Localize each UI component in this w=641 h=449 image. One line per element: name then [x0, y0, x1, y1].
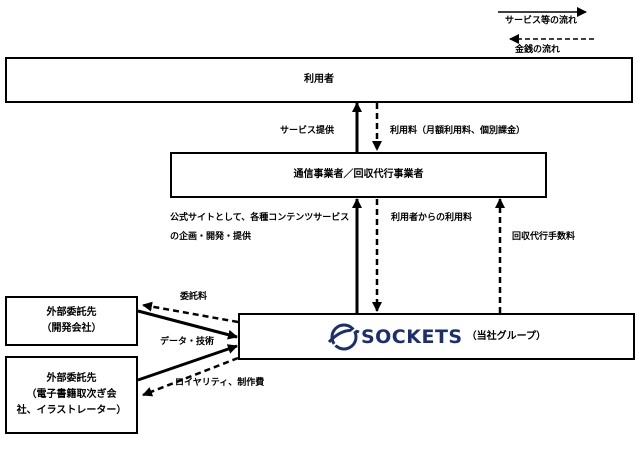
label-service-provision: サービス提供 — [280, 126, 335, 136]
outsource-book-line3: 社、イラストレーター） — [16, 405, 127, 416]
arrow-royalty — [142, 356, 239, 397]
sockets-group-label: （当社グループ） — [466, 330, 547, 342]
arrow-data-tech-book — [137, 344, 238, 382]
sockets-brand: SOCKETS （当社グループ） — [327, 322, 546, 352]
label-commission-fee: 委託料 — [180, 292, 208, 302]
outsource-book-line1: 外部委託先 — [46, 373, 97, 384]
label-collection-fee: 回収代行手数料 — [512, 232, 576, 242]
outsource-book-line2: （電子書籍取次ぎ会 — [26, 389, 117, 400]
label-fee-from-users: 利用者からの利用料 — [391, 213, 473, 223]
outsource-book-box: 外部委託先 （電子書籍取次ぎ会 社、イラストレーター） — [5, 356, 138, 434]
outsource-dev-line2: （開発会社） — [41, 323, 102, 334]
sockets-box: SOCKETS （当社グループ） — [238, 313, 635, 360]
sockets-logo-icon — [327, 323, 360, 350]
arrow-data-tech-dev — [137, 309, 238, 340]
carrier-label: 通信事業者／回収代行事業者 — [293, 169, 424, 180]
label-data-tech: データ・技術 — [160, 337, 215, 347]
arrow-commission-fee — [142, 301, 239, 324]
users-label: 利用者 — [304, 74, 334, 85]
outsource-dev-line1: 外部委託先 — [46, 307, 97, 318]
legend-service-flow: サービス等の流れ — [505, 16, 578, 26]
carrier-box: 通信事業者／回収代行事業者 — [170, 152, 547, 198]
label-official-site-2: の企画・開発・提供 — [170, 232, 252, 242]
label-royalty: ロイヤリティ、制作費 — [175, 378, 265, 388]
label-usage-fee: 利用料（月額利用料、個別課金） — [390, 126, 526, 136]
outsource-dev-box: 外部委託先 （開発会社） — [5, 296, 138, 346]
sockets-logo-text: SOCKETS — [360, 325, 463, 348]
label-official-site-1: 公式サイトとして、各種コンテンツサービス — [170, 213, 350, 223]
users-box: 利用者 — [5, 57, 633, 103]
legend-money-flow: 金銭の流れ — [515, 45, 561, 55]
